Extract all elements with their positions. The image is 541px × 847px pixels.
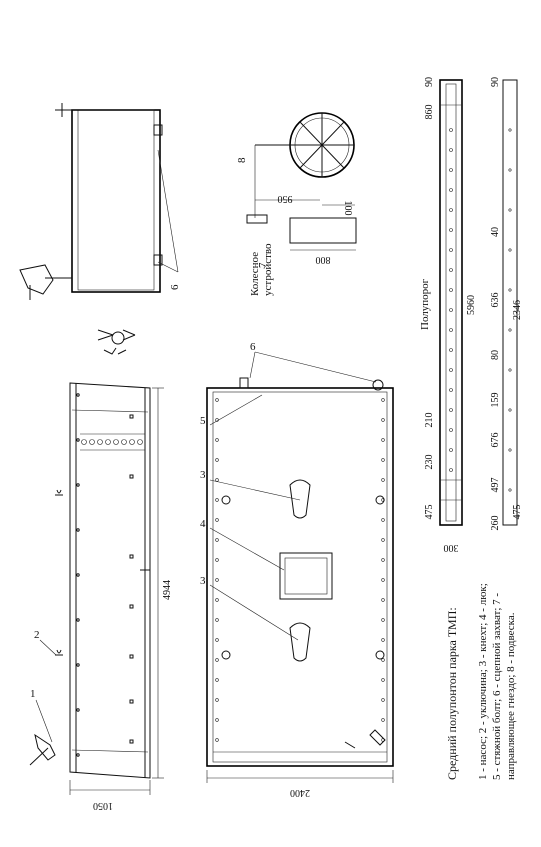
- dim-90a-text: 90: [424, 77, 435, 87]
- leader-2: [39, 639, 57, 656]
- callout-2: 2: [34, 629, 40, 641]
- half-sill: [439, 79, 518, 526]
- dim-2400-text: 2400: [290, 787, 310, 798]
- dim-159-text: 159: [490, 393, 501, 408]
- dim-1050-text: 1050: [93, 800, 113, 811]
- callout-5: 5: [200, 415, 206, 427]
- callout-1: 1: [30, 688, 36, 700]
- dim-5960-text: 5960: [466, 295, 477, 315]
- end-view: [19, 103, 179, 300]
- dim-230-text: 230: [424, 455, 435, 470]
- dim-90b-text: 90: [490, 77, 501, 87]
- dim-860-text: 860: [424, 105, 435, 120]
- cleat-bottom: [289, 622, 311, 662]
- leader-3b: [209, 584, 299, 641]
- dim-4944: [152, 387, 164, 779]
- caption-legend-1: 1 - насос; 2 - уключина; 3 - кнехт; 4 - …: [477, 583, 489, 780]
- dim-800-text: 800: [316, 254, 331, 265]
- leader-5: [209, 394, 263, 426]
- leader-1: [35, 699, 53, 743]
- cleat-top: [289, 479, 311, 519]
- callout-4: 4: [200, 518, 206, 530]
- label-wheel-device-1: Колесное: [249, 252, 261, 296]
- leader-6b: [254, 351, 377, 383]
- side-view-hull: [29, 382, 151, 779]
- dim-497-text: 497: [490, 478, 501, 493]
- label-half-sill: Полупорог: [419, 278, 431, 330]
- dim-676-text: 676: [490, 433, 501, 448]
- callout-3a: 3: [200, 469, 206, 481]
- hatch: [279, 552, 333, 600]
- dim-260-text: 260: [490, 516, 501, 531]
- caption-legend-2: 5 - стяжной болт; 6 - сцепной захват; 7 …: [491, 593, 503, 780]
- leader-3a: [209, 479, 301, 501]
- small-assembly: [97, 329, 136, 355]
- caption-legend-3: направляющее гнездо; 8 - подвеска.: [505, 612, 517, 780]
- dim-950-text: 950: [278, 193, 293, 204]
- dim-300-text: 300: [444, 542, 459, 553]
- label-wheel-device-2: устройство: [262, 243, 274, 296]
- dim-1050: [69, 780, 151, 795]
- dim-4944-text: 4944: [162, 580, 173, 600]
- dim-475b-text: 475: [512, 505, 523, 520]
- dim-40-text: 40: [490, 227, 501, 237]
- leader-4: [209, 527, 285, 571]
- dim-2346-text: 2346: [512, 300, 523, 320]
- dim-100-text: 100: [342, 201, 353, 216]
- top-view-hull: [206, 377, 394, 767]
- dim-2400: [206, 770, 394, 783]
- callout-3b: 3: [200, 575, 206, 587]
- caption-title: Средний полупонтон парка ТМП:: [445, 607, 459, 780]
- callout-7: 7: [257, 262, 269, 268]
- dim-636-text: 636: [490, 293, 501, 308]
- wheel-device: [246, 112, 357, 251]
- callout-8: 8: [236, 157, 248, 163]
- callout-6b: 6: [169, 284, 181, 290]
- dim-475a-text: 475: [424, 505, 435, 520]
- dim-80-text: 80: [490, 350, 501, 360]
- dim-210-text: 210: [424, 413, 435, 428]
- leader-6a: [249, 351, 256, 379]
- callout-6a: 6: [250, 341, 256, 353]
